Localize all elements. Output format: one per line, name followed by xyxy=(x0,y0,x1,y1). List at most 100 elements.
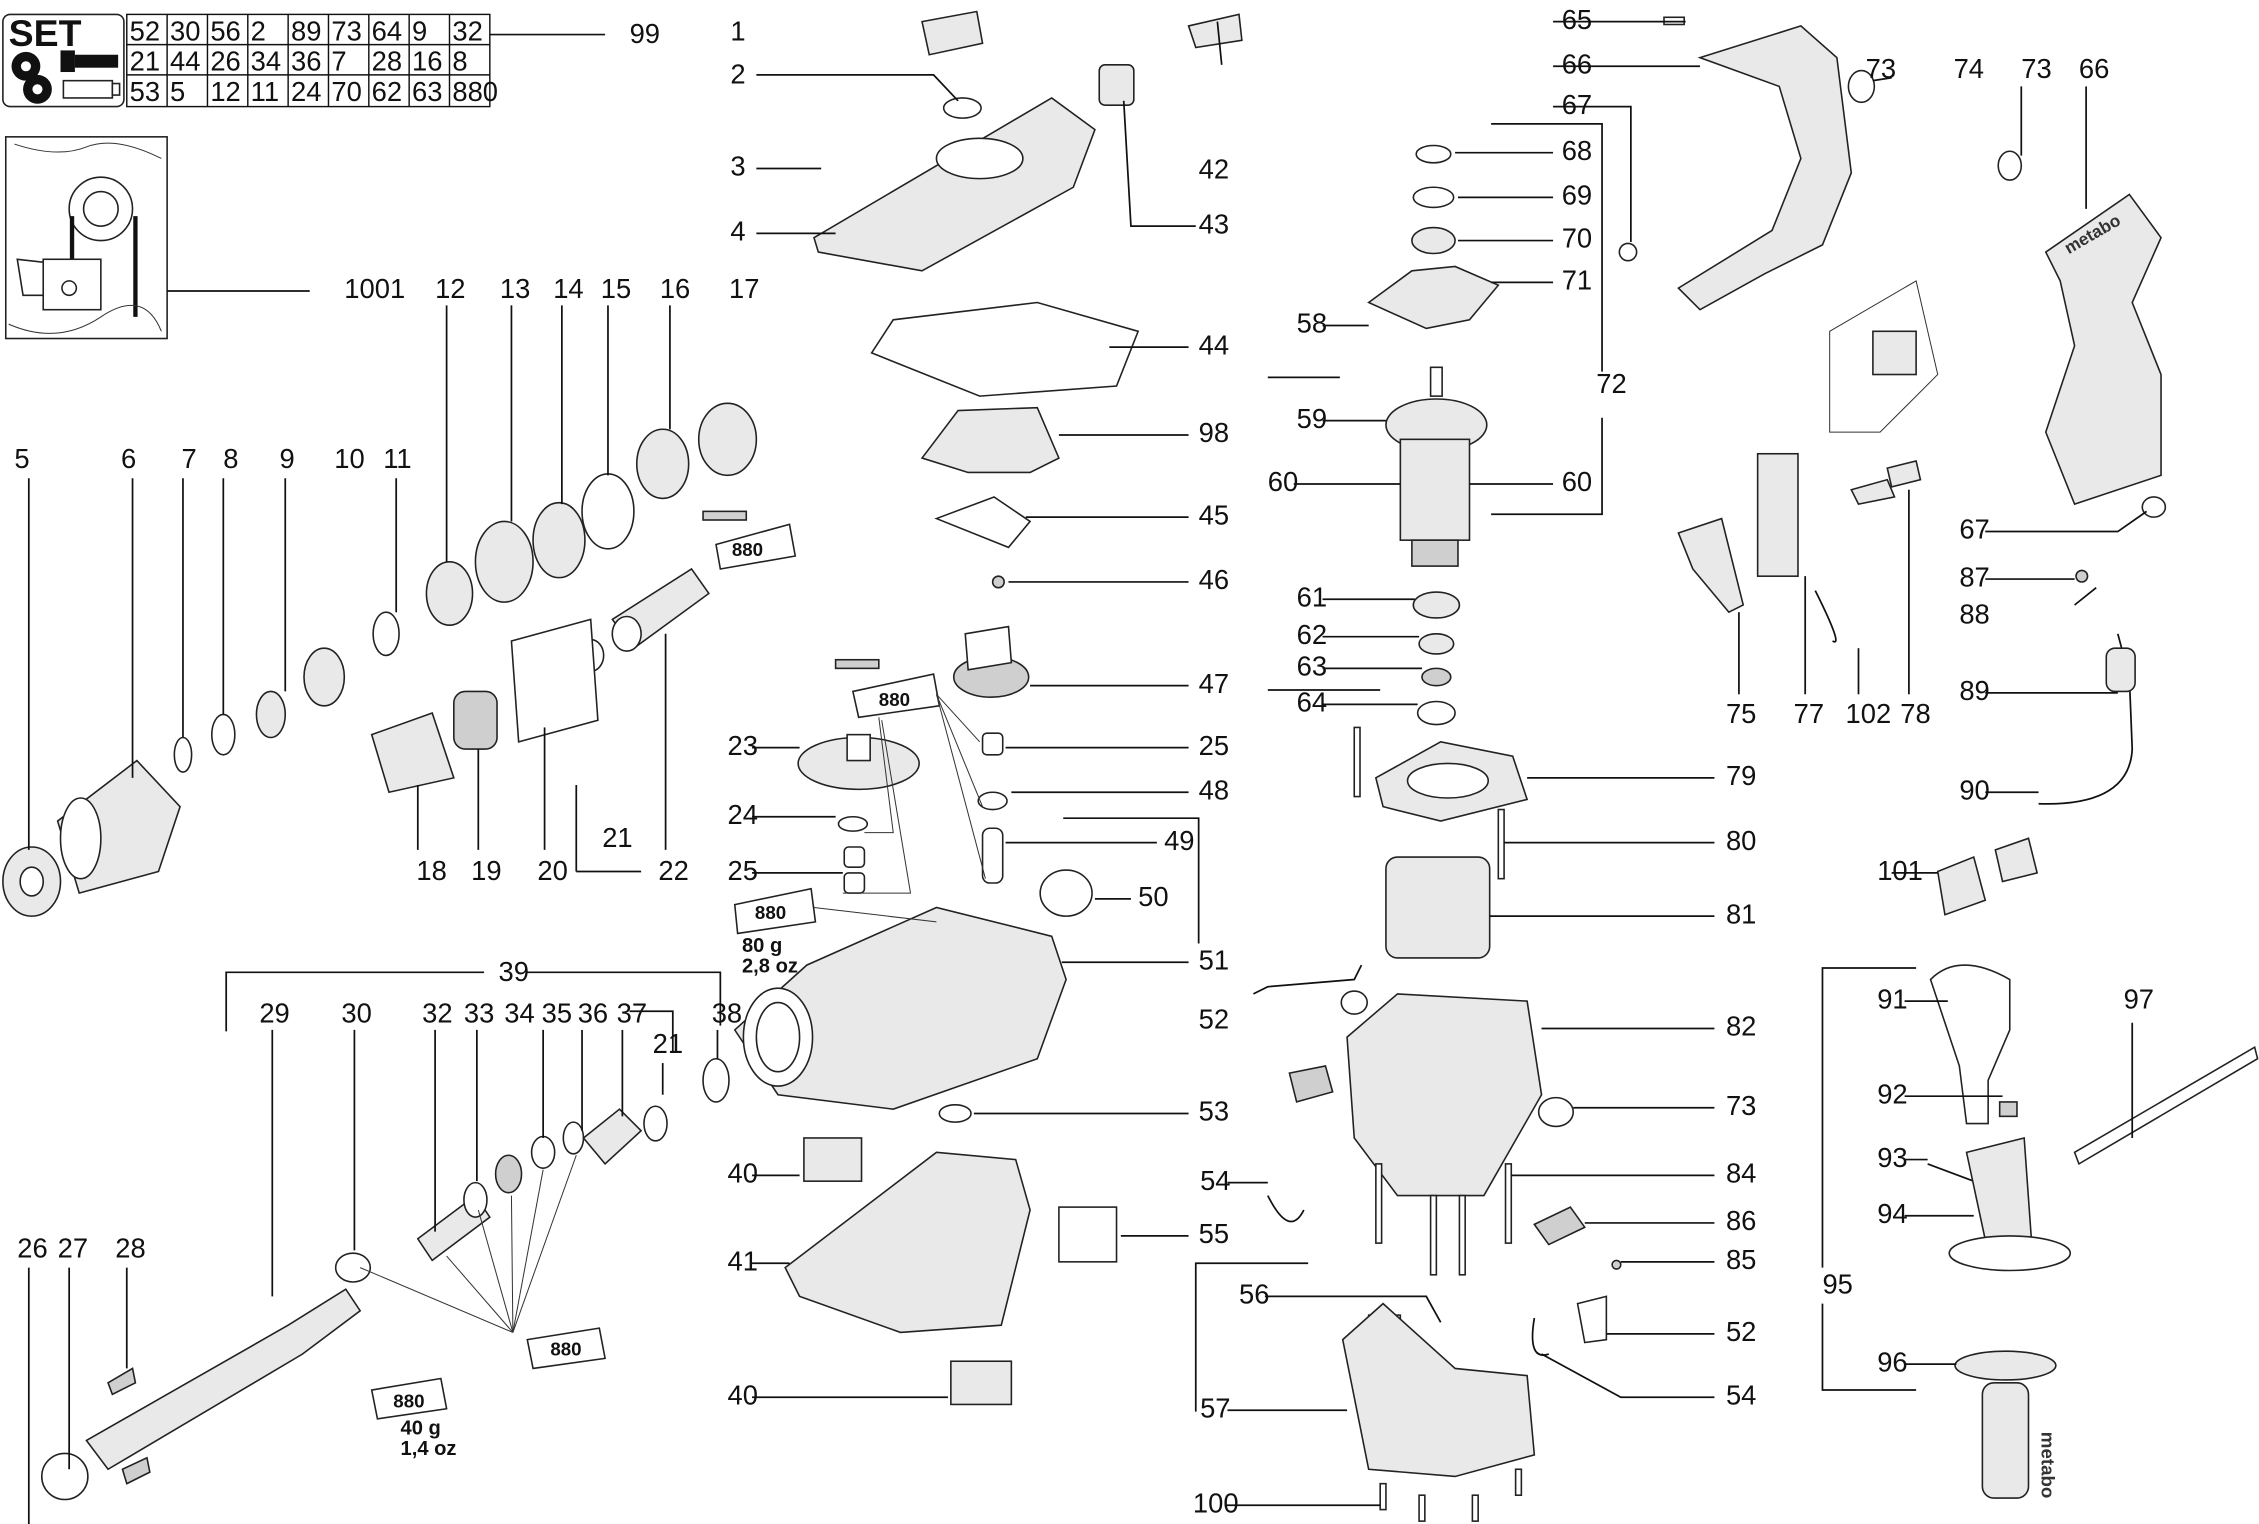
part-33-ring xyxy=(463,1181,488,1218)
set-cell: 34 xyxy=(251,46,281,77)
callout-18: 18 xyxy=(416,855,446,886)
part-20-bracket xyxy=(510,618,599,743)
part-53-seal xyxy=(938,1104,972,1123)
callout-60b: 60 xyxy=(1562,466,1592,497)
callout-21b: 21 xyxy=(653,1028,683,1059)
switch-wiring-inset xyxy=(4,136,310,340)
part-52-clip xyxy=(1576,1295,1608,1344)
callout-57: 57 xyxy=(1200,1392,1230,1423)
grease-tube-2: 880 xyxy=(834,658,941,719)
part-82-housing xyxy=(1346,993,1543,1197)
callout-40: 40 xyxy=(728,1158,758,1189)
grease-tube-1: 880 xyxy=(702,510,797,570)
callout-20: 20 xyxy=(537,855,567,886)
gear-housing-cover xyxy=(813,10,1243,589)
part-16-nut xyxy=(635,428,690,500)
callout-86: 86 xyxy=(1726,1205,1756,1236)
callout-94: 94 xyxy=(1877,1198,1907,1229)
callout-98: 98 xyxy=(1199,417,1229,448)
set-cell: 7 xyxy=(331,46,346,77)
part-84-screw xyxy=(1375,1163,1383,1244)
callout-30: 30 xyxy=(341,998,371,1029)
part-27-ring xyxy=(40,1452,89,1501)
part-25-bush-r xyxy=(981,732,1004,756)
callout-79: 79 xyxy=(1726,760,1756,791)
part-70-bearing xyxy=(1411,226,1456,255)
part-30-bush xyxy=(334,1252,372,1283)
part-73-grommet-b xyxy=(1997,150,2023,181)
callout-85: 85 xyxy=(1726,1244,1756,1275)
callout-72: 72 xyxy=(1596,368,1626,399)
callout-4: 4 xyxy=(730,216,745,247)
callout-33: 33 xyxy=(464,998,494,1029)
callout-29: 29 xyxy=(259,998,289,1029)
svg-text:80 g: 80 g xyxy=(742,935,782,957)
callout-102: 102 xyxy=(1846,698,1892,729)
callout-44: 44 xyxy=(1199,329,1229,360)
part-35-ring xyxy=(530,1135,556,1170)
callout-53: 53 xyxy=(1199,1096,1229,1127)
callout-48: 48 xyxy=(1199,774,1229,805)
callout-8: 8 xyxy=(223,443,238,474)
svg-text:880: 880 xyxy=(879,689,910,710)
part-46-screw xyxy=(991,575,1005,589)
callout-52: 52 xyxy=(1199,1003,1229,1034)
grease-tube-40g: 880 40 g 1,4 oz xyxy=(370,1377,457,1460)
svg-text:2,8 oz: 2,8 oz xyxy=(742,955,798,977)
motor-assembly xyxy=(1253,144,1622,1522)
callout-80: 80 xyxy=(1726,825,1756,856)
set-cell: 24 xyxy=(291,76,321,107)
set-cell: 36 xyxy=(291,46,321,77)
callout-15: 15 xyxy=(601,273,631,304)
part-10-bush xyxy=(303,647,346,707)
spindle-assembly xyxy=(40,1105,668,1501)
part-11-ring xyxy=(372,611,400,657)
callout-12: 12 xyxy=(435,273,465,304)
set-cell: 9 xyxy=(412,15,427,46)
callout-101: 101 xyxy=(1877,855,1923,886)
set-cell: 2 xyxy=(251,15,266,46)
set-cell: 26 xyxy=(210,46,240,77)
callout-17: 17 xyxy=(729,273,759,304)
callout-42: 42 xyxy=(1199,154,1229,185)
part-14-washer xyxy=(532,501,586,579)
part-49-pin xyxy=(981,827,1004,884)
part-55-plate xyxy=(1058,1206,1118,1263)
callout-89: 89 xyxy=(1959,675,1989,706)
chuck-assembly xyxy=(2,402,758,917)
callout-1001: 1001 xyxy=(344,273,405,304)
callout-40b: 40 xyxy=(728,1379,758,1410)
part-8-ring xyxy=(210,713,236,756)
armature-shaft xyxy=(1429,366,1443,397)
callout-69: 69 xyxy=(1562,180,1592,211)
callout-23: 23 xyxy=(728,730,758,761)
svg-text:880: 880 xyxy=(755,902,786,923)
callout-73b: 73 xyxy=(1726,1090,1756,1121)
callout-16: 16 xyxy=(660,273,690,304)
callout-73: 73 xyxy=(1866,53,1896,84)
set-cell: 53 xyxy=(130,76,160,107)
part-40-label-b xyxy=(950,1360,1013,1406)
leader-lines xyxy=(27,20,2148,1524)
part-85-screw xyxy=(1611,1259,1622,1270)
callout-51: 51 xyxy=(1199,944,1229,975)
part-96-handle xyxy=(1954,1350,2057,1381)
callout-50: 50 xyxy=(1138,881,1168,912)
part-98-holder xyxy=(920,406,1060,474)
callout-46: 46 xyxy=(1199,564,1229,595)
callout-82: 82 xyxy=(1726,1011,1756,1042)
part-64-sleeve xyxy=(1416,700,1456,726)
callout-74: 74 xyxy=(1954,53,1984,84)
callout-62: 62 xyxy=(1297,619,1327,650)
callout-68: 68 xyxy=(1562,135,1592,166)
callout-70: 70 xyxy=(1562,223,1592,254)
side-handle: metabo xyxy=(1927,964,2259,1499)
set-cell: 32 xyxy=(452,15,482,46)
set-cell: 11 xyxy=(251,76,279,107)
callout-77: 77 xyxy=(1794,698,1824,729)
screw-icon xyxy=(60,50,119,73)
callout-93: 93 xyxy=(1877,1142,1907,1173)
part-66-handle-half-b xyxy=(2044,193,2162,506)
callout-37: 37 xyxy=(617,998,647,1029)
